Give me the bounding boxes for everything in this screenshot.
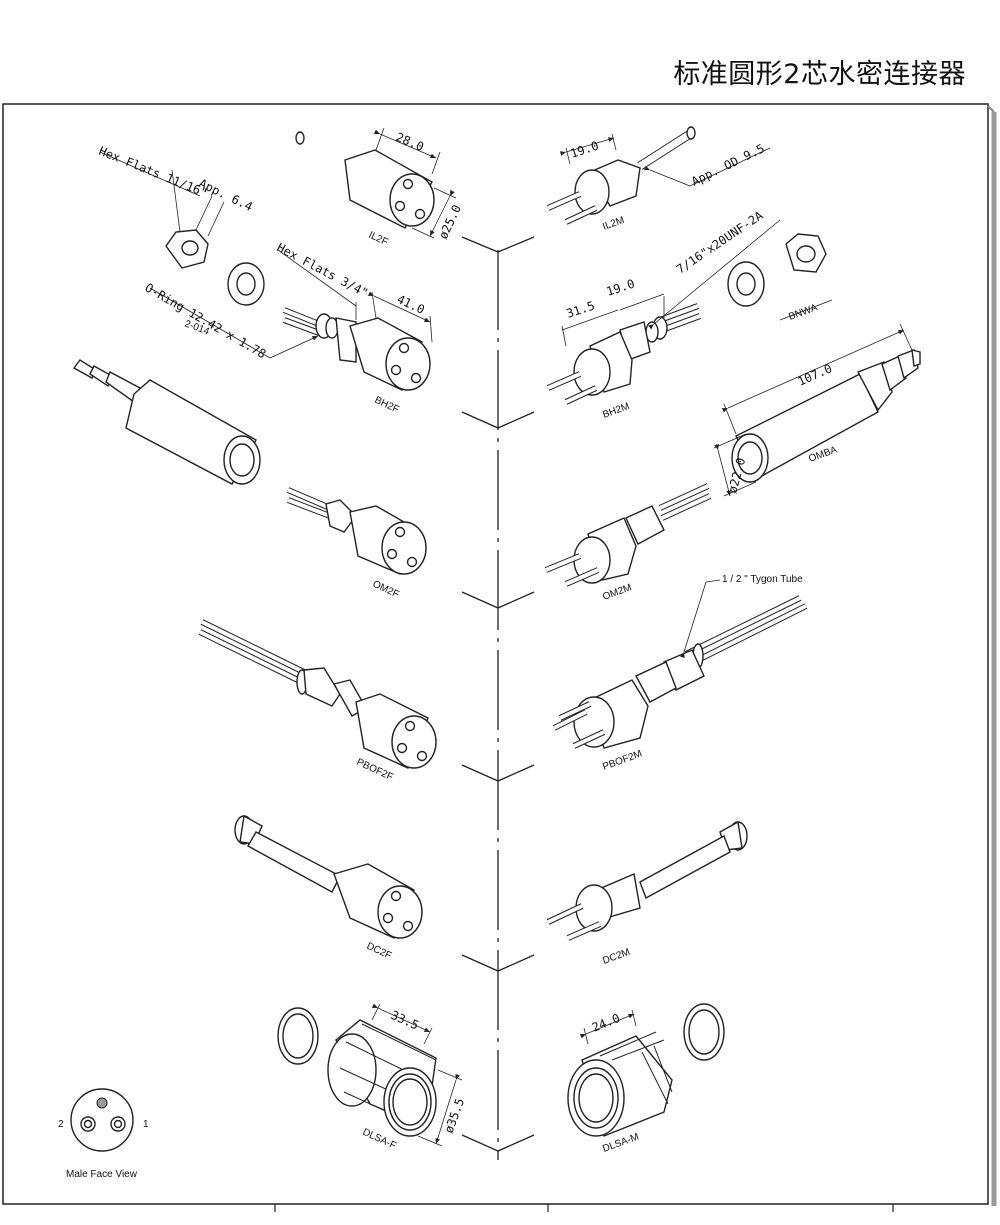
label-om2m: OM2M	[601, 582, 633, 603]
dim-tygon-tube: 1 / 2 " Tygon Tube	[722, 574, 803, 585]
dlsam-receptacle: DLSA-M 24.0	[567, 1009, 673, 1155]
page-title: 标准圆形2芯水密连接器	[673, 59, 966, 90]
bh2m-connector: BH2M 31.5 19.0 7/16"x20UNF-2A	[546, 208, 781, 421]
label-om2f: OM2F	[371, 579, 401, 601]
dlsaf-locking-sleeve: DLSA-F 33.5 ø35.5	[327, 1003, 468, 1152]
dim-bh2m-a: 31.5	[565, 299, 597, 321]
label-dc2m: DC2M	[601, 947, 631, 967]
label-dc2f: DC2F	[365, 941, 393, 962]
label-dlsaf: DLSA-F	[361, 1127, 398, 1152]
dim-il2m-od: App. OD 9.5	[689, 141, 767, 188]
dc2f-connector: DC2F	[234, 814, 423, 962]
label-bh2m: BH2M	[601, 401, 631, 421]
dim-il2f-diameter: ø25.0	[436, 203, 464, 242]
il2f-connector: IL2F 28.0 ø25.0	[295, 127, 464, 248]
pbof2f-connector: PBOF2F	[198, 619, 437, 783]
pbof2m-connector: PBOF2M 1 / 2 " Tygon Tube	[552, 574, 808, 773]
om2m-connector: OM2M	[544, 483, 712, 603]
omba-plug: OMBA 107.0 ø22.0	[713, 323, 921, 497]
dim-dlsaf-length: 33.5	[389, 1008, 421, 1033]
dim-il2m-length: 19.0	[569, 139, 601, 161]
snap-ring-right	[683, 1003, 725, 1061]
washer-left	[227, 262, 265, 306]
dim-hex-flats-nut: Hex Flats 11/16"	[97, 144, 209, 200]
hex-nut-bnwa: BNWA	[779, 233, 833, 323]
washer-right	[727, 261, 765, 307]
snap-ring-left	[277, 1007, 319, 1065]
face-view-caption: Male Face View	[66, 1169, 138, 1180]
label-il2m: IL2M	[601, 215, 626, 233]
drawing-frame	[2, 103, 997, 1212]
label-pbof2f: PBOF2F	[355, 757, 395, 783]
face-pin-2-label: 2	[58, 1119, 64, 1130]
label-il2f: IL2F	[367, 230, 390, 248]
il2m-connector: IL2M 19.0 App. OD 9.5	[546, 126, 771, 233]
face-pin-1-label: 1	[143, 1119, 149, 1130]
hex-nut-left: Hex Flats 11/16" App. 6.4	[97, 144, 255, 269]
label-bnwa: BNWA	[787, 302, 819, 323]
dim-hex-flats-bh: Hex Flats 3/4"	[275, 240, 371, 300]
male-face-view: 2 1 Male Face View	[58, 1088, 149, 1180]
om2f-connector: OM2F	[286, 487, 427, 601]
label-pbof2m: PBOF2M	[601, 748, 643, 772]
dummy-plug-left	[72, 359, 261, 485]
dim-dlsaf-diameter: ø35.5	[442, 1096, 468, 1135]
label-bh2f: BH2F	[373, 395, 401, 416]
dim-bh2m-b: 19.0	[605, 277, 637, 299]
dc2m-connector: DC2M	[546, 820, 748, 967]
dim-dlsam-length: 24.0	[590, 1011, 622, 1035]
dim-omba-length: 107.0	[796, 361, 835, 388]
dim-il2f-length: 28.0	[394, 130, 426, 154]
center-axis	[461, 236, 535, 1160]
